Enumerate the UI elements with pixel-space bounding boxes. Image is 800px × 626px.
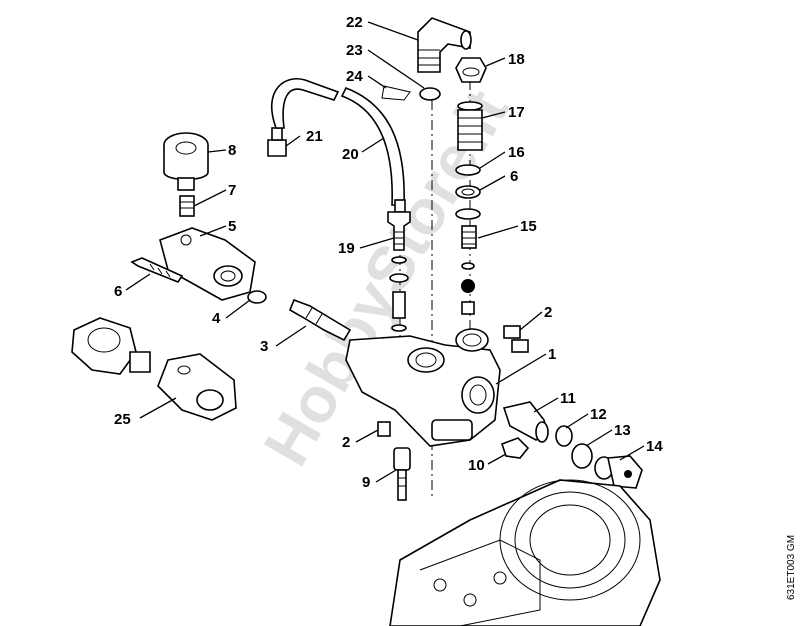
part-10-screw <box>500 437 530 459</box>
leader-4 <box>225 299 251 319</box>
part-4-o-ring <box>247 290 267 304</box>
leader-6-lower <box>125 273 151 291</box>
callout-5: 5 <box>228 218 236 235</box>
leader-3 <box>275 325 307 347</box>
part-11-valve <box>502 401 549 443</box>
callout-19: 19 <box>338 240 355 257</box>
part-22-elbow-fitting <box>417 17 472 73</box>
part-17-spring <box>457 101 483 151</box>
leader-9 <box>375 469 397 483</box>
leader-6-upper <box>479 175 506 191</box>
part-18-nut <box>455 57 487 83</box>
callout-6-upper: 6 <box>510 168 518 185</box>
callout-6-lower: 6 <box>114 283 122 300</box>
callout-10: 10 <box>468 457 485 474</box>
part-2-plug-left <box>377 421 391 437</box>
leader-5 <box>199 225 227 237</box>
leader-22 <box>367 21 419 41</box>
leader-21 <box>285 135 301 147</box>
leader-8 <box>207 149 227 153</box>
callout-8: 8 <box>228 142 236 159</box>
part-16-ring <box>455 164 481 176</box>
part-14-plug <box>594 455 643 489</box>
leader-17 <box>481 111 506 119</box>
part-25-connector <box>71 317 237 421</box>
callout-25: 25 <box>114 411 131 428</box>
leader-20 <box>361 137 385 153</box>
part-24-clip <box>381 85 411 101</box>
drawing-code: 631ET003 GM <box>786 535 797 600</box>
part-12-ring <box>555 425 573 447</box>
part-1-pump-body <box>345 328 501 447</box>
leader-23 <box>367 49 425 89</box>
callout-18: 18 <box>508 51 525 68</box>
leader-7 <box>193 189 227 207</box>
leader-16 <box>479 151 506 169</box>
callout-1: 1 <box>548 346 556 363</box>
part-7-insert <box>179 195 195 217</box>
callout-23: 23 <box>346 42 363 59</box>
leader-1 <box>495 353 547 385</box>
part-9-screw <box>393 447 411 501</box>
leader-10 <box>487 453 507 465</box>
part-21-hose <box>270 78 340 129</box>
callout-11: 11 <box>560 390 576 407</box>
part-15-valve-assembly <box>455 208 481 315</box>
part-3-shaft <box>288 298 352 342</box>
callout-7: 7 <box>228 182 236 199</box>
leader-11 <box>533 397 559 413</box>
leader-18 <box>485 57 506 67</box>
part-8-cap <box>163 132 209 191</box>
callout-21: 21 <box>306 128 323 145</box>
callout-13: 13 <box>614 422 631 439</box>
callout-2-upper: 2 <box>544 304 552 321</box>
callout-2-lower: 2 <box>342 434 350 451</box>
part-5-housing <box>159 227 256 301</box>
callout-16: 16 <box>508 144 525 161</box>
part-2-plug-upper <box>503 325 521 339</box>
leader-2-lower <box>355 429 379 443</box>
leader-14 <box>619 445 645 461</box>
leader-24 <box>367 75 387 89</box>
callout-3: 3 <box>260 338 268 355</box>
leader-13 <box>585 429 613 447</box>
callout-12: 12 <box>590 406 607 423</box>
part-6-ring-upper <box>455 185 481 199</box>
callout-14: 14 <box>646 438 663 455</box>
part-21-nipple <box>267 127 287 157</box>
callout-15: 15 <box>520 218 537 235</box>
part-23-o-ring <box>419 87 441 101</box>
leader-12 <box>565 413 589 429</box>
callout-24: 24 <box>346 68 363 85</box>
leader-15 <box>477 225 519 239</box>
callout-20: 20 <box>342 146 359 163</box>
part-13-ring <box>571 443 593 469</box>
callout-9: 9 <box>362 474 370 491</box>
callout-17: 17 <box>508 104 525 121</box>
callout-22: 22 <box>346 14 363 31</box>
leader-25 <box>139 397 177 419</box>
part-6-bolt <box>130 257 184 283</box>
leader-19 <box>359 237 395 249</box>
leader-2-upper <box>519 311 543 331</box>
part-19-fittings <box>387 199 411 332</box>
motor-housing <box>389 479 661 626</box>
part-2-plug-lower <box>511 339 529 353</box>
callout-4: 4 <box>212 310 221 327</box>
